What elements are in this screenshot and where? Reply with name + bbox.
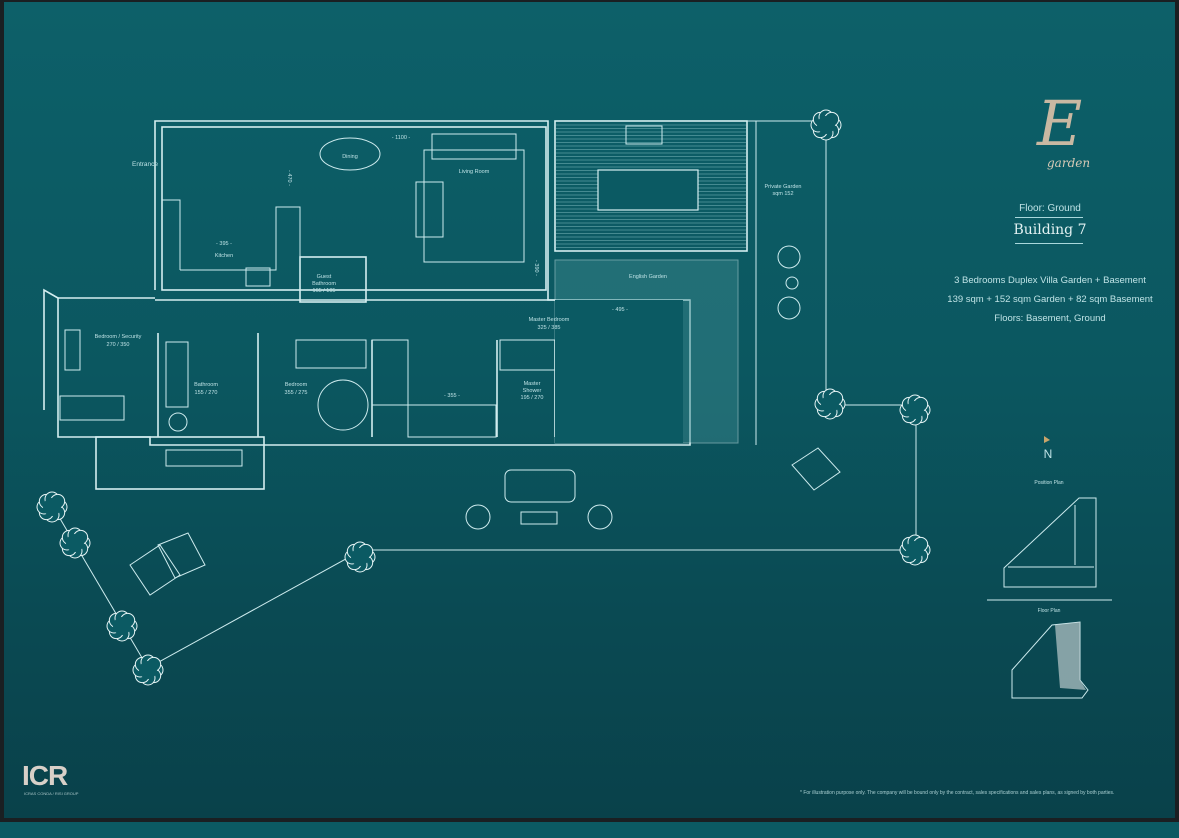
garden-boundary — [51, 120, 917, 669]
bottom-band — [0, 822, 1179, 838]
tree-icon — [899, 534, 931, 566]
bathroom-dimension: 155 / 270 — [195, 390, 218, 396]
bedroom-dimension: 355 / 275 — [285, 390, 308, 396]
building-title: Building 7 — [1013, 222, 1087, 238]
divider — [1015, 217, 1083, 218]
tree-icon — [36, 491, 68, 523]
guest-bathroom-dimension: 165 / 105 — [313, 288, 336, 294]
logo-letter: E — [1036, 87, 1082, 160]
tree-icon — [106, 610, 138, 642]
living-vertical-dimension: - 390 - — [533, 260, 539, 276]
e-garden-logo: E garden — [1036, 87, 1090, 170]
master-bedroom-label: Master Bedroom — [529, 317, 570, 323]
hall-dimension: - 355 - — [444, 393, 460, 399]
master-shower-dimension: 195 / 270 — [521, 395, 544, 401]
dining-dimension: - 1100 - — [392, 135, 411, 141]
private-garden-label: Private Garden — [765, 184, 802, 190]
disclaimer: * For illustration purpose only. The com… — [800, 790, 1115, 796]
divider — [1015, 243, 1083, 244]
room-labels: Entrance Dining - 1100 - Living Room - 3… — [95, 135, 802, 401]
kitchen-dimension: - 395 - — [216, 241, 232, 247]
tree-icon — [814, 388, 846, 420]
house-walls — [43, 120, 691, 490]
trees — [36, 109, 931, 686]
north-arrow-icon — [1044, 436, 1050, 443]
logo-word: garden — [1047, 156, 1090, 170]
guest-bathroom-label-2: Bathroom — [312, 281, 336, 287]
bedroom-security-label: Bedroom / Security — [95, 334, 142, 340]
terrace-deck — [554, 120, 748, 252]
tree-icon — [344, 541, 376, 573]
floor-plan-label: Floor Plan — [1038, 608, 1061, 614]
icr-logo: ICR — [22, 760, 68, 791]
living-room-label: Living Room — [459, 169, 490, 175]
tree-icon — [899, 394, 931, 426]
entrance-label: Entrance — [132, 161, 158, 168]
icr-logo-subtitle: ICRAS CONDA / RISI GROUP — [24, 791, 79, 796]
tree-icon — [132, 654, 164, 686]
floor-label: Floor: Ground — [1019, 203, 1081, 214]
guest-bathroom-label: Guest — [317, 274, 332, 280]
private-garden-area: sqm 152 — [772, 191, 793, 197]
master-bedroom-dimension: 325 / 385 — [538, 325, 561, 331]
north-label: N — [1044, 447, 1053, 461]
dining-label: Dining — [342, 154, 358, 160]
kitchen-vertical-dimension: - 470 - — [286, 170, 292, 186]
position-plan-map — [1003, 497, 1097, 588]
master-shower-label-2: Shower — [523, 388, 542, 394]
tree-icon — [810, 109, 842, 141]
tree-icon — [59, 527, 91, 559]
bedroom-label: Bedroom — [285, 382, 308, 388]
master-shower-label: Master — [524, 381, 541, 387]
master-dimension: - 495 - — [612, 307, 628, 313]
key-plans: N Position Plan Floor Plan — [987, 436, 1112, 699]
english-garden-label: English Garden — [629, 274, 667, 280]
bathroom-label: Bathroom — [194, 382, 218, 388]
bedroom-security-dimension: 270 / 350 — [107, 342, 130, 348]
unit-areas: 139 sqm + 152 sqm Garden + 82 sqm Baseme… — [947, 294, 1153, 305]
outdoor-furniture — [129, 245, 841, 596]
position-plan-label: Position Plan — [1034, 480, 1063, 486]
kitchen-label: Kitchen — [215, 253, 233, 259]
unit-floors: Floors: Basement, Ground — [994, 313, 1106, 324]
unit-type: 3 Bedrooms Duplex Villa Garden + Basemen… — [954, 275, 1146, 286]
english-garden-area — [554, 259, 739, 444]
